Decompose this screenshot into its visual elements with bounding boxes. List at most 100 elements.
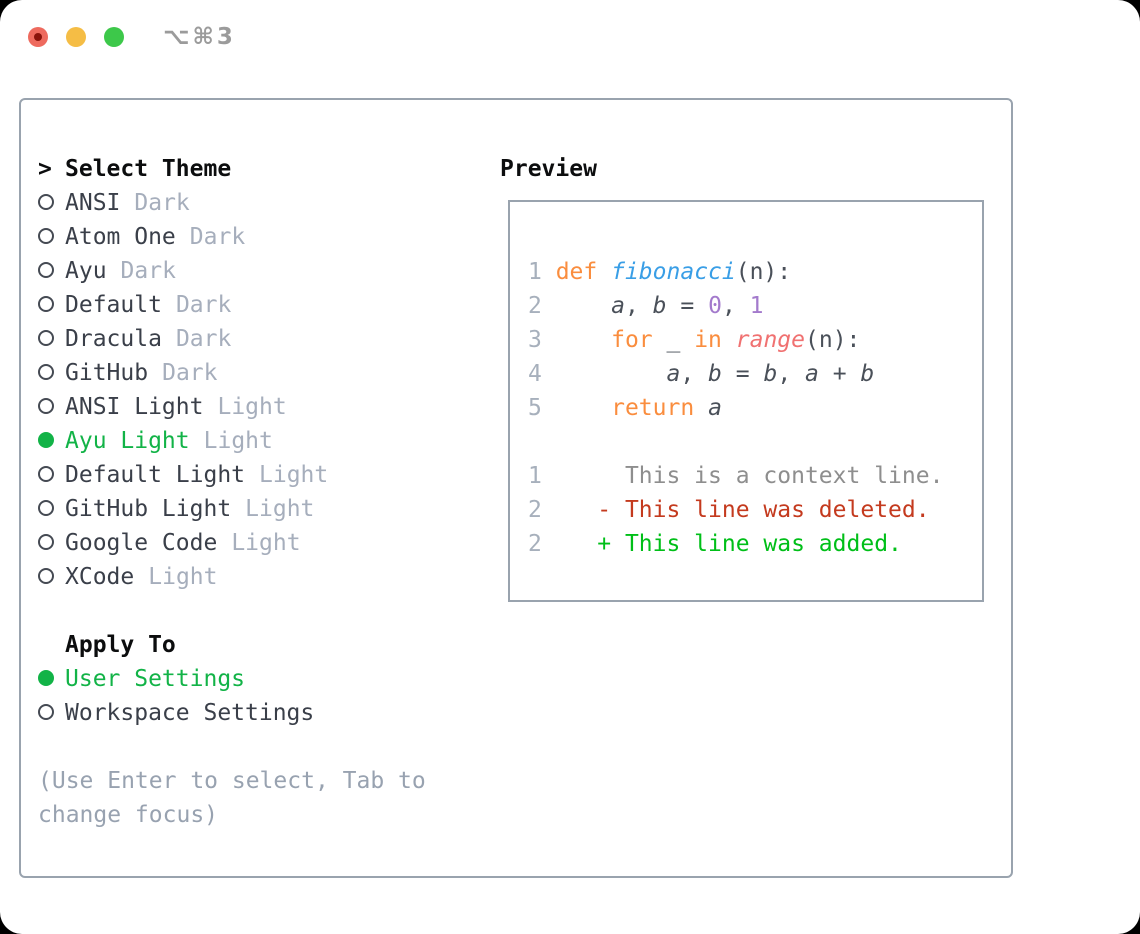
theme-item[interactable]: ANSI Dark [38, 186, 426, 220]
variant-tag: Dark [175, 326, 232, 352]
variant-tag: Light [203, 428, 273, 454]
bullet-cell [38, 458, 65, 492]
radio-selected-icon [38, 432, 54, 448]
hint-line: change focus) [38, 802, 219, 828]
bullet-cell [38, 322, 65, 356]
code-line: 5 return a [528, 395, 722, 421]
radio-icon [38, 194, 54, 210]
variant-tag: Dark [120, 258, 176, 284]
variant-tag: Dark [189, 224, 246, 250]
radio-icon [38, 228, 54, 244]
option-label: User Settings [65, 666, 246, 692]
diff-line: 2 - This line was deleted. [528, 497, 930, 523]
hint-text: (Use Enter to select, Tab to change focu… [38, 764, 426, 832]
variant-tag: Light [217, 394, 287, 420]
theme-item[interactable]: Atom One Dark [38, 220, 426, 254]
option-label: Default Light [65, 462, 246, 488]
option-label: Default [65, 292, 162, 318]
window-shortcut-label: ⌥⌘3 [163, 24, 236, 50]
theme-item[interactable]: Ayu Dark [38, 254, 426, 288]
theme-item[interactable]: Ayu Light Light [38, 424, 426, 458]
bullet-cell [38, 288, 65, 322]
radio-icon [38, 364, 54, 380]
variant-tag: Light [245, 496, 315, 522]
option-label: ANSI [65, 190, 121, 216]
close-dot-icon [34, 33, 42, 41]
radio-icon [38, 262, 54, 278]
bullet-cell [38, 492, 65, 526]
radio-icon [38, 466, 54, 482]
spacer [38, 730, 426, 764]
radio-icon [38, 398, 54, 414]
bullet-cell [38, 356, 65, 390]
preview-box: 1 def fibonacci(n): 2 a, b = 0, 1 3 for _ … [508, 200, 984, 602]
option-label: Ayu [65, 258, 107, 284]
radio-selected-icon [38, 670, 54, 686]
option-label: XCode [65, 564, 135, 590]
bullet-cell [38, 424, 65, 458]
variant-tag: Light [231, 530, 301, 556]
variant-tag: Light [148, 564, 218, 590]
theme-item[interactable]: GitHub Dark [38, 356, 426, 390]
variant-tag: Dark [134, 190, 190, 216]
bullet-cell [38, 254, 65, 288]
theme-item[interactable]: XCode Light [38, 560, 426, 594]
option-label: GitHub Light [65, 496, 232, 522]
apply-to-option[interactable]: Workspace Settings [38, 696, 426, 730]
apply-to-title: Apply To [65, 632, 176, 658]
theme-item[interactable]: Dracula Dark [38, 322, 426, 356]
select-theme-header: > Select Theme [38, 152, 426, 186]
radio-icon [38, 534, 54, 550]
zoom-button[interactable] [104, 27, 124, 47]
code-line: 3 for _ in range(n): [528, 327, 861, 353]
diff-sample: 1 This is a context line. 2 - This line w… [528, 459, 943, 561]
theme-item[interactable]: GitHub Light Light [38, 492, 426, 526]
theme-item[interactable]: Default Light Light [38, 458, 426, 492]
bullet-cell [38, 662, 65, 696]
caret-icon: > [38, 156, 52, 182]
diff-line: 1 This is a context line. [528, 463, 944, 489]
hint-line: (Use Enter to select, Tab to [38, 768, 426, 794]
variant-tag: Dark [162, 360, 218, 386]
option-label: Ayu Light [65, 428, 190, 454]
option-label: ANSI Light [65, 394, 204, 420]
code-line: 4 a, b = b, a + b [528, 361, 875, 387]
bullet-cell [38, 560, 65, 594]
bullet-cell [38, 696, 65, 730]
option-label: Google Code [65, 530, 218, 556]
apply-to-header: Apply To [38, 628, 426, 662]
bullet-cell [38, 526, 65, 560]
theme-item[interactable]: Default Dark [38, 288, 426, 322]
theme-item[interactable]: Google Code Light [38, 526, 426, 560]
option-label: GitHub [65, 360, 149, 386]
radio-icon [38, 704, 54, 720]
close-button[interactable] [28, 27, 48, 47]
diff-line: 2 + This line was added. [528, 531, 902, 557]
variant-tag: Dark [175, 292, 232, 318]
radio-icon [38, 330, 54, 346]
theme-item[interactable]: ANSI Light Light [38, 390, 426, 424]
bullet-cell [38, 390, 65, 424]
radio-icon [38, 568, 54, 584]
syntax-sample: 1 def fibonacci(n): 2 a, b = 0, 1 3 for _ … [528, 255, 943, 425]
option-label: Atom One [65, 224, 176, 250]
preview-title: Preview [500, 156, 597, 182]
minimize-button[interactable] [66, 27, 86, 47]
apply-to-option[interactable]: User Settings [38, 662, 426, 696]
radio-icon [38, 296, 54, 312]
section-title: Select Theme [65, 156, 232, 182]
code-preview: 1 def fibonacci(n): 2 a, b = 0, 1 3 for _ … [528, 255, 943, 561]
bullet-cell [38, 220, 65, 254]
code-line: 1 def fibonacci(n): [528, 259, 792, 285]
code-line: 2 a, b = 0, 1 [528, 293, 764, 319]
bullet-cell [38, 186, 65, 220]
radio-icon [38, 500, 54, 516]
option-label: Dracula [65, 326, 162, 352]
spacer [38, 594, 426, 628]
variant-tag: Light [259, 462, 329, 488]
